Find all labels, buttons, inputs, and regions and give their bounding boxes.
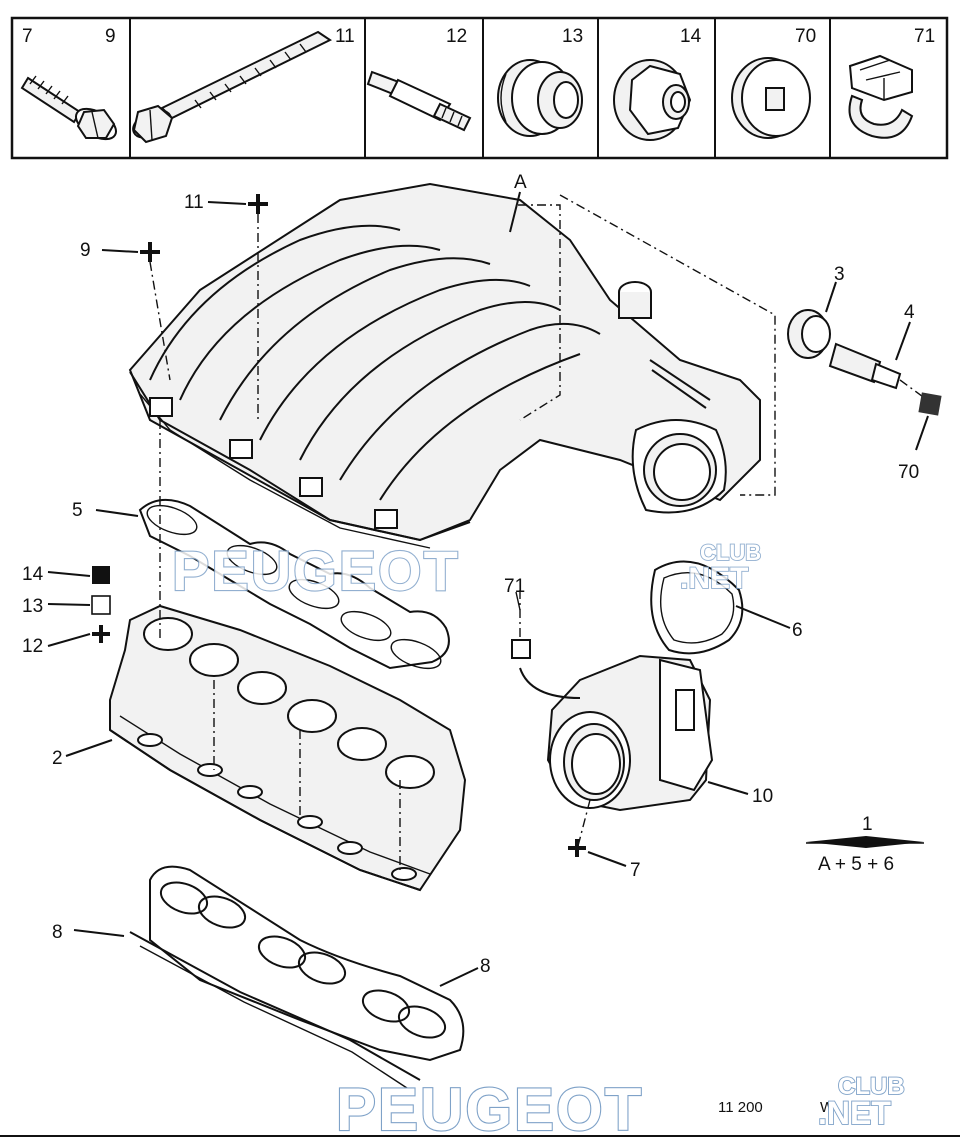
callout-3: 3: [834, 264, 845, 285]
header-label-7: 7: [22, 26, 33, 47]
upper-intake-manifold: [128, 182, 776, 549]
header-label-71: 71: [914, 26, 935, 47]
callout-70: 70: [898, 462, 919, 483]
flange-nut-icon: [613, 59, 692, 141]
footer-code-2: W: [820, 1099, 835, 1116]
filled-square-symbol: [92, 566, 110, 584]
callout-13: 13: [22, 596, 43, 617]
callout-71: 71: [504, 576, 525, 597]
header-label-9: 9: [105, 26, 116, 47]
empty-square-symbol: [91, 595, 111, 615]
long-bolt-icon: [132, 30, 332, 144]
assembly-note: 1 A + 5 + 6: [806, 814, 924, 875]
stud-icon: [366, 70, 472, 132]
header-label-14: 14: [680, 26, 702, 47]
header-label-12: 12: [446, 26, 467, 47]
lower-gasket-8: [129, 865, 465, 1091]
legend-symbols: [91, 194, 586, 857]
callout-8-left: 8: [52, 922, 63, 943]
callout-9: 9: [80, 240, 91, 261]
assembly-number: 1: [862, 814, 873, 835]
parts-header-strip: 7 9 11 12 13 14 70 71: [10, 16, 949, 160]
callout-8-right: 8: [480, 956, 491, 977]
throttle-body: [511, 590, 714, 847]
callout-2: 2: [52, 748, 63, 769]
cross-symbol-7: [568, 839, 586, 857]
callout-6: 6: [792, 620, 803, 641]
short-bolt-icon: [20, 75, 117, 141]
watermark-peugeot: PEUGEOT: [172, 539, 460, 602]
cross-symbol-9: [140, 242, 160, 262]
gasket-5: [138, 499, 450, 670]
header-label-13: 13: [562, 26, 583, 47]
callout-10: 10: [752, 786, 773, 807]
clip-71-symbol: [511, 639, 531, 659]
gasket-6: [650, 560, 744, 655]
footer: 11 200 W PEUGEOT CLUB .NET: [0, 1072, 960, 1138]
callout-4: 4: [904, 302, 915, 323]
callout-7: 7: [630, 860, 641, 881]
cross-symbol-12: [92, 625, 110, 643]
callout-14: 14: [22, 564, 44, 585]
header-label-70: 70: [795, 26, 816, 47]
callout-11: 11: [184, 192, 204, 213]
callout-labels: A 11 9 3 4 70 5 14 13 12 71 6 2 10 7 8 8: [22, 172, 919, 977]
clip-icon: [848, 54, 914, 139]
leader-lines: [47, 191, 929, 987]
watermark-center: PEUGEOT CLUB .NET: [171, 538, 762, 603]
cross-symbol-11: [248, 194, 268, 214]
callout-A: A: [514, 172, 527, 193]
grommet-icon: [497, 59, 583, 137]
callout-12: 12: [22, 636, 43, 657]
watermark-club-footer: CLUB: [838, 1073, 905, 1100]
washer-icon: [731, 57, 811, 139]
callout-5: 5: [72, 500, 83, 521]
header-label-11: 11: [335, 26, 355, 47]
watermark-net: .NET: [680, 562, 748, 595]
watermark-club: CLUB: [700, 540, 761, 565]
sensor-assembly: [787, 309, 942, 416]
assembly-formula: A + 5 + 6: [818, 854, 894, 875]
watermark-net-footer: .NET: [818, 1095, 891, 1131]
lower-intake-manifold: [109, 420, 467, 892]
watermark-peugeot-footer: PEUGEOT: [336, 1076, 643, 1138]
footer-code: 11 200: [718, 1099, 763, 1116]
